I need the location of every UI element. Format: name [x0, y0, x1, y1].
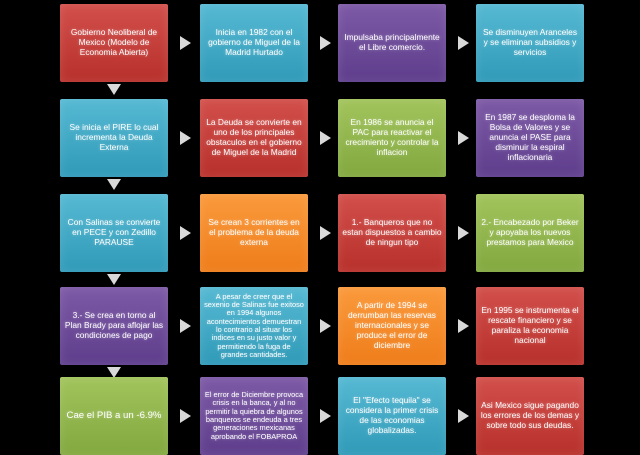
- arrow-right-icon: [180, 319, 191, 333]
- arrow-right-icon: [320, 319, 331, 333]
- arrow-right-icon: [320, 131, 331, 145]
- arrow-right-icon: [458, 36, 469, 50]
- box-text: En 1987 se desploma la Bolsa de Valores …: [485, 112, 575, 162]
- arrow-right-icon: [458, 131, 469, 145]
- box-text: El error de Diciembre provoca crisis en …: [204, 390, 304, 441]
- box-text: La Deuda se convierte en uno de los prin…: [206, 117, 302, 157]
- box-text: 3.- Se crea en torno al Plan Brady para …: [64, 310, 164, 340]
- box-fobaproa: El error de Diciembre provoca crisis en …: [200, 377, 308, 455]
- box-efecto-tequila: El "Efecto tequila" se considera la prim…: [338, 377, 446, 455]
- box-gobierno-neoliberal: Gobierno Neoliberal de Mexico (Modelo de…: [60, 4, 168, 82]
- arrow-right-icon: [458, 409, 469, 423]
- arrow-right-icon: [320, 36, 331, 50]
- arrow-down-icon: [107, 84, 121, 95]
- arrow-right-icon: [180, 226, 191, 240]
- box-text: Cae el PIB a un -6.9%: [66, 410, 162, 422]
- box-pase-1987: En 1987 se desploma la Bolsa de Valores …: [476, 99, 584, 177]
- arrow-right-icon: [320, 409, 331, 423]
- box-libre-comercio: Impulsaba principalmente el Libre comerc…: [338, 4, 446, 82]
- arrow-right-icon: [180, 409, 191, 423]
- box-text: Gobierno Neoliberal de Mexico (Modelo de…: [70, 27, 158, 57]
- box-beker: 2.- Encabezado por Beker y apoyaba los n…: [476, 194, 584, 272]
- box-pire: Se inicia el PIRE lo cual incrementa la …: [60, 99, 168, 177]
- box-text: En 1986 se anuncia el PAC para reactivar…: [345, 117, 439, 157]
- arrow-right-icon: [320, 226, 331, 240]
- box-banqueros: 1.- Banqueros que no estan dispuestos a …: [338, 194, 446, 272]
- box-aranceles: Se disminuyen Aranceles y se eliminan su…: [476, 4, 584, 82]
- box-text: Con Salinas se convierte en PECE y con Z…: [67, 217, 161, 247]
- box-deuda-obstaculo: La Deuda se convierte en uno de los prin…: [200, 99, 308, 177]
- box-plan-brady: 3.- Se crea en torno al Plan Brady para …: [60, 287, 168, 365]
- box-text: A pesar de creer que el sexenio de Salin…: [204, 291, 304, 359]
- box-text: A partir de 1994 se derrumban las reserv…: [348, 300, 436, 350]
- box-text: Inicia en 1982 con el gobierno de Miguel…: [208, 27, 300, 57]
- box-sexenio-salinas: A pesar de creer que el sexenio de Salin…: [200, 287, 308, 365]
- arrow-right-icon: [458, 319, 469, 333]
- box-text: 2.- Encabezado por Beker y apoyaba los n…: [481, 217, 579, 247]
- box-text: Se inicia el PIRE lo cual incrementa la …: [69, 122, 159, 152]
- box-cae-pib: Cae el PIB a un -6.9%: [60, 377, 168, 455]
- box-text: Se crean 3 corrientes en el problema de …: [208, 217, 300, 247]
- box-error-diciembre: A partir de 1994 se derrumban las reserv…: [338, 287, 446, 365]
- box-text: Asi Mexico sigue pagando los errores de …: [480, 400, 580, 430]
- box-text: En 1995 se instrumenta el rescate financ…: [481, 305, 579, 345]
- arrow-right-icon: [180, 36, 191, 50]
- box-inicia-1982: Inicia en 1982 con el gobierno de Miguel…: [200, 4, 308, 82]
- box-text: Impulsaba principalmente el Libre comerc…: [344, 32, 440, 52]
- arrow-right-icon: [180, 131, 191, 145]
- arrow-down-icon: [107, 367, 121, 378]
- box-pac-1986: En 1986 se anuncia el PAC para reactivar…: [338, 99, 446, 177]
- box-pece-parause: Con Salinas se convierte en PECE y con Z…: [60, 194, 168, 272]
- box-text: Se disminuyen Aranceles y se eliminan su…: [482, 27, 578, 57]
- arrow-down-icon: [107, 179, 121, 190]
- box-rescate-1995: En 1995 se instrumenta el rescate financ…: [476, 287, 584, 365]
- box-mexico-sigue-pagando: Asi Mexico sigue pagando los errores de …: [476, 377, 584, 455]
- box-text: 1.- Banqueros que no estan dispuestos a …: [342, 217, 442, 247]
- arrow-right-icon: [458, 226, 469, 240]
- arrow-down-icon: [107, 274, 121, 285]
- box-tres-corrientes: Se crean 3 corrientes en el problema de …: [200, 194, 308, 272]
- box-text: El "Efecto tequila" se considera la prim…: [345, 395, 439, 435]
